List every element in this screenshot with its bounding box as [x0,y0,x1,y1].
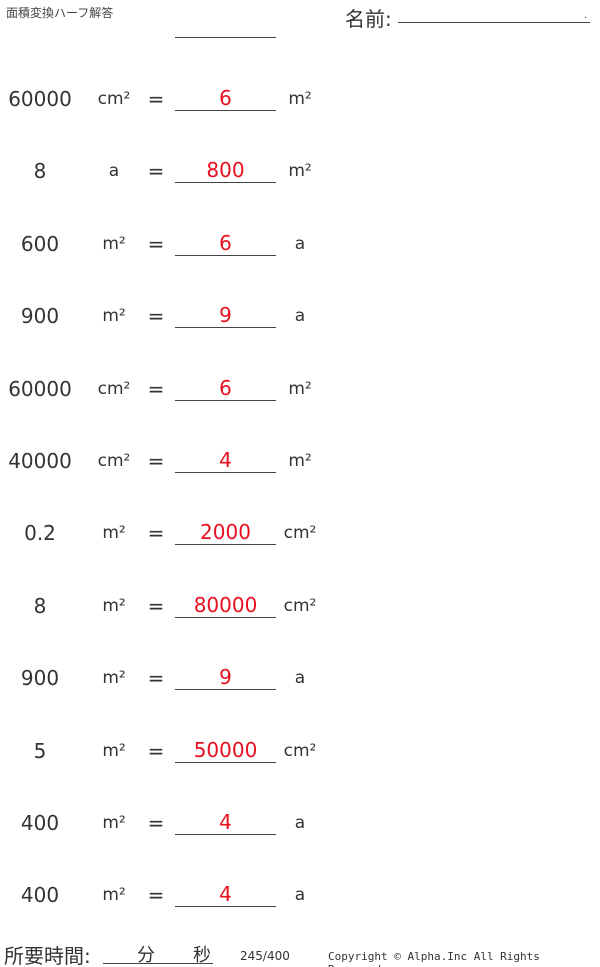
answer-unit: m² [288,89,312,109]
problem-unit: m² [102,233,126,254]
problem-row: 8 m² = 80000 cm² [0,591,340,621]
answer-field[interactable]: 9 [175,301,276,329]
problem-value: 8 [33,159,47,184]
problem-value: 40000 [8,449,72,473]
answer-unit: cm² [283,740,317,761]
answer-field[interactable]: 50000 [175,736,276,763]
answer-unit: cm² [283,595,317,616]
answer-unit: a [294,306,306,327]
equals-sign: = [147,449,165,473]
equals-sign: = [147,666,165,691]
problem-value: 60000 [8,376,72,401]
answer-field[interactable]: 4 [175,808,276,835]
problem-unit: m² [102,885,126,906]
answer-field[interactable]: 4 [175,446,276,473]
equals-sign: = [147,376,165,401]
seconds-label: 秒 [193,945,211,966]
answer-unit: a [294,233,306,254]
equals-sign: = [147,159,165,184]
problem-unit: m² [102,595,126,616]
equals-sign: = [147,87,165,111]
answer-field[interactable]: 9 [175,663,276,691]
time-label: 所要時間: [4,944,91,967]
problem-unit: m² [102,306,126,327]
problem-row: 60000 cm² = 6 m² [0,374,340,404]
worksheet-title: 面積変換ハーフ解答 [6,6,114,20]
problem-row: 0.2 m² = 2000 cm² [0,518,340,548]
answer-field[interactable]: 80000 [175,591,276,618]
time-field[interactable] [103,963,213,964]
answer-unit: a [294,813,306,833]
problem-value: 5 [33,738,47,763]
problem-value: 0.2 [24,521,56,546]
problem-value: 400 [20,811,60,835]
problem-value: 8 [33,593,47,618]
equals-sign: = [147,883,165,908]
answer-unit: a [294,668,306,689]
equals-sign: = [147,304,165,329]
problem-value: 900 [20,304,60,329]
problem-unit: m² [102,740,126,761]
header-divider [175,37,276,38]
problem-row: 5 m² = 50000 cm² [0,736,340,766]
answer-field[interactable]: 800 [175,156,276,184]
equals-sign: = [147,231,165,256]
problem-unit: m² [102,523,126,544]
problem-unit: a [108,161,120,182]
answer-unit: cm² [283,523,317,544]
name-label: 名前: [345,7,392,31]
answer-field[interactable]: 6 [175,229,276,256]
problem-value: 600 [20,231,60,256]
minutes-label: 分 [137,945,155,966]
answer-unit: m² [288,451,312,471]
equals-sign: = [147,811,165,835]
problem-value: 400 [20,883,60,908]
problem-row: 40000 cm² = 4 m² [0,446,340,476]
problem-row: 60000 cm² = 6 m² [0,84,340,114]
problem-unit: cm² [97,89,131,109]
copyright: Copyright © Alpha.Inc All Rights Reserve… [328,950,540,967]
problem-unit: m² [102,813,126,833]
answer-unit: a [294,885,306,906]
problem-row: 8 a = 800 m² [0,156,340,186]
equals-sign: = [147,593,165,618]
equals-sign: = [147,738,165,763]
problem-value: 60000 [8,87,72,111]
answer-unit: m² [288,378,312,399]
answer-unit: m² [288,161,312,182]
answer-field[interactable]: 2000 [175,518,276,546]
answer-field[interactable]: 4 [175,880,276,908]
problem-unit: cm² [97,451,131,471]
answer-field[interactable]: 6 [175,374,276,401]
equals-sign: = [147,521,165,546]
problem-value: 900 [20,666,60,691]
name-field[interactable] [398,22,590,23]
page-number: 245/400 [240,949,290,963]
name-dot: . [584,10,588,21]
problem-unit: m² [102,668,126,689]
problem-unit: cm² [97,378,131,399]
answer-field[interactable]: 6 [175,84,276,111]
